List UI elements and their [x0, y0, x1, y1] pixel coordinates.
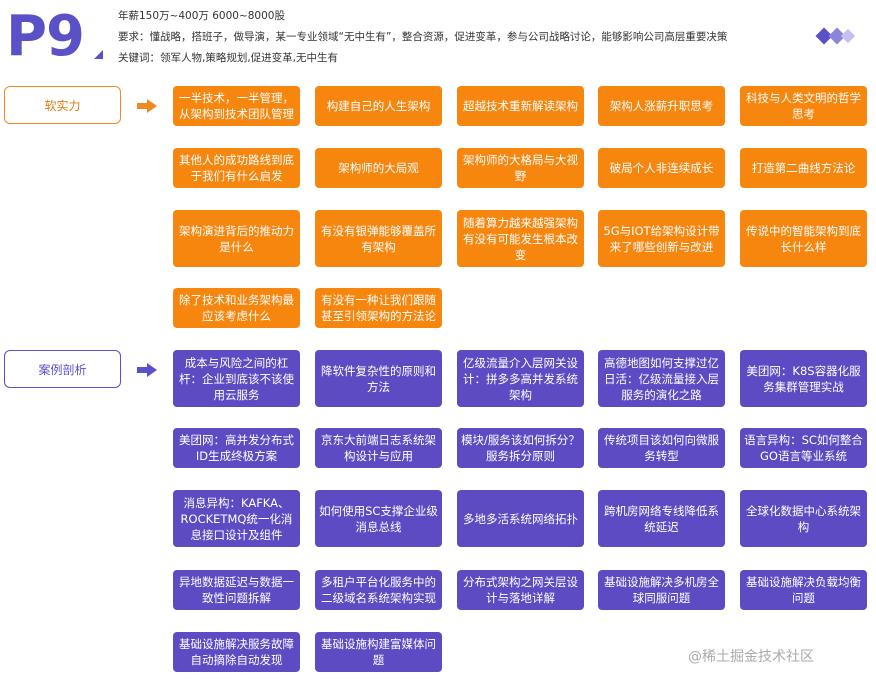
topic-card: 基础设施解决负载均衡问题	[740, 570, 867, 610]
requirement-line: 要求：懂战略，搭班子，做导演，某一专业领域“无中生有”，整合资源，促进变革，参与…	[118, 31, 728, 43]
topic-card: 架构师的大局观	[315, 148, 442, 188]
topic-card: 随着算力越来越强架构有没有可能发生根本改变	[457, 210, 584, 267]
diamond-light-icon	[840, 28, 856, 44]
topic-card: 模块/服务该如何拆分？服务拆分原则	[457, 428, 584, 468]
topic-card: 5G与IOT给架构设计带来了哪些创新与改进	[598, 210, 725, 267]
level-info: 年薪150万~400万 6000~8000股 要求：懂战略，搭班子，做导演，某一…	[118, 6, 818, 69]
section-label-soft-skills: 软实力	[4, 86, 121, 124]
keywords-line: 关键词：领军人物,策略规划,促进变革,无中生有	[118, 52, 339, 64]
topic-card: 异地数据延迟与数据一致性问题拆解	[173, 570, 300, 610]
topic-card: 全球化数据中心系统架构	[740, 490, 867, 547]
section-label-case-analysis: 案例剖析	[4, 350, 121, 388]
topic-card: 美团网：高并发分布式ID生成终极方案	[173, 428, 300, 468]
topic-card: 其他人的成功路线到底于我们有什么启发	[173, 148, 300, 188]
topic-card: 传统项目该如何向微服务转型	[598, 428, 725, 468]
topic-card: 降软件复杂性的原则和方法	[315, 350, 442, 407]
topic-card: 跨机房网络专线降低系统延迟	[598, 490, 725, 547]
topic-card: 架构演进背后的推动力是什么	[173, 210, 300, 267]
topic-card: 亿级流量介入层网关设计：拼多多高并发系统架构	[457, 350, 584, 407]
topic-card: 多地多活系统网络拓扑	[457, 490, 584, 547]
topic-card: 成本与风险之间的杠杆：企业到底该不该使用云服务	[173, 350, 300, 407]
topic-card: 构建自己的人生架构	[315, 86, 442, 126]
topic-card: 多租户平台化服务中的二级域名系统架构实现	[315, 570, 442, 610]
topic-card: 如何使用SC支撑企业级消息总线	[315, 490, 442, 547]
topic-card: 消息异构：KAFKA、ROCKETMQ统一化消息接口设计及组件	[173, 490, 300, 547]
topic-card: 科技与人类文明的哲学思考	[740, 86, 867, 126]
salary-line: 年薪150万~400万 6000~8000股	[118, 10, 285, 22]
topic-card: 架构人涨薪升职思考	[598, 86, 725, 126]
topic-card: 基础设施解决服务故障自动摘除自动发现	[173, 632, 300, 672]
topic-card: 基础设施解决多机房全球同服问题	[598, 570, 725, 610]
topic-card: 有没有银弹能够覆盖所有架构	[315, 210, 442, 267]
topic-card: 传说中的智能架构到底长什么样	[740, 210, 867, 267]
topic-card: 语言异构：SC如何整合GO语言等业系统	[740, 428, 867, 468]
topic-card: 分布式架构之网关层设计与落地详解	[457, 570, 584, 610]
decorative-diamonds-icon	[815, 26, 864, 46]
logo-text: P9	[6, 4, 85, 69]
topic-card: 京东大前端日志系统架构设计与应用	[315, 428, 442, 468]
topic-card: 超越技术重新解读架构	[457, 86, 584, 126]
topic-card: 除了技术和业务架构最应该考虑什么	[173, 288, 300, 328]
p9-logo: P9	[6, 4, 110, 69]
topic-card: 架构师的大格局与大视野	[457, 148, 584, 188]
right-arrow-icon	[137, 363, 157, 377]
topic-card: 美团网：K8S容器化服务集群管理实战	[740, 350, 867, 407]
topic-card: 高德地图如何支撑过亿日活：亿级流量接入层服务的演化之路	[598, 350, 725, 407]
logo-corner-arrow-icon	[94, 50, 103, 59]
topic-card: 破局个人非连续成长	[598, 148, 725, 188]
topic-card: 打造第二曲线方法论	[740, 148, 867, 188]
right-arrow-icon	[137, 99, 157, 113]
watermark: @稀土掘金技术社区	[688, 649, 814, 665]
topic-card: 有没有一种让我们跟随甚至引领架构的方法论	[315, 288, 442, 328]
topic-card: 基础设施构建富媒体问题	[315, 632, 442, 672]
topic-card: 一半技术，一半管理，从架构到技术团队管理	[173, 86, 300, 126]
